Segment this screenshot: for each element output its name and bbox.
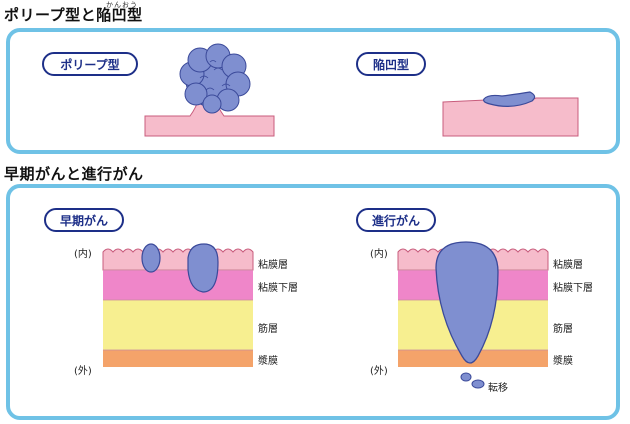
advanced-inner-label: (内) bbox=[370, 249, 388, 260]
advanced-layer-submucosa: 粘膜下層 bbox=[553, 283, 593, 294]
polyp-type-pill: ポリープ型 bbox=[42, 52, 138, 76]
advanced-cancer-pill: 進行がん bbox=[356, 208, 436, 232]
section-cancer-title: 早期がんと進行がん bbox=[4, 165, 144, 183]
early-muscle bbox=[103, 300, 253, 350]
early-layers bbox=[102, 248, 254, 367]
early-layer-submucosa: 粘膜下層 bbox=[258, 283, 298, 294]
early-serosa bbox=[103, 350, 253, 367]
section-polyp-title: ポリープ型と陥凹型 bbox=[4, 6, 143, 24]
depressed-tumor bbox=[483, 91, 536, 107]
early-layer-mucosa: 粘膜層 bbox=[258, 260, 288, 271]
early-tumor-large bbox=[187, 243, 219, 293]
early-layer-serosa: 漿膜 bbox=[258, 356, 278, 367]
early-cancer-pill: 早期がん bbox=[44, 208, 124, 232]
early-tumor-small bbox=[141, 243, 161, 273]
advanced-tumor bbox=[435, 241, 499, 364]
advanced-layer-muscle: 筋層 bbox=[553, 324, 573, 335]
depressed-type-pill: 陥凹型 bbox=[356, 52, 426, 76]
metastasis-cell-1 bbox=[460, 372, 472, 382]
ruby-kanou: かんおう bbox=[106, 1, 138, 9]
early-submucosa bbox=[103, 270, 253, 300]
advanced-layer-mucosa: 粘膜層 bbox=[553, 260, 583, 271]
early-inner-label: (内) bbox=[74, 249, 92, 260]
advanced-outer-label: (外) bbox=[370, 366, 388, 377]
metastasis-label: 転移 bbox=[488, 383, 508, 394]
metastasis-cell-2 bbox=[471, 379, 485, 389]
early-mucosa bbox=[102, 248, 254, 271]
polyp-head bbox=[179, 43, 251, 114]
early-outer-label: (外) bbox=[74, 366, 92, 377]
early-layer-muscle: 筋層 bbox=[258, 324, 278, 335]
advanced-layer-serosa: 漿膜 bbox=[553, 356, 573, 367]
polyp-texture bbox=[199, 60, 231, 91]
